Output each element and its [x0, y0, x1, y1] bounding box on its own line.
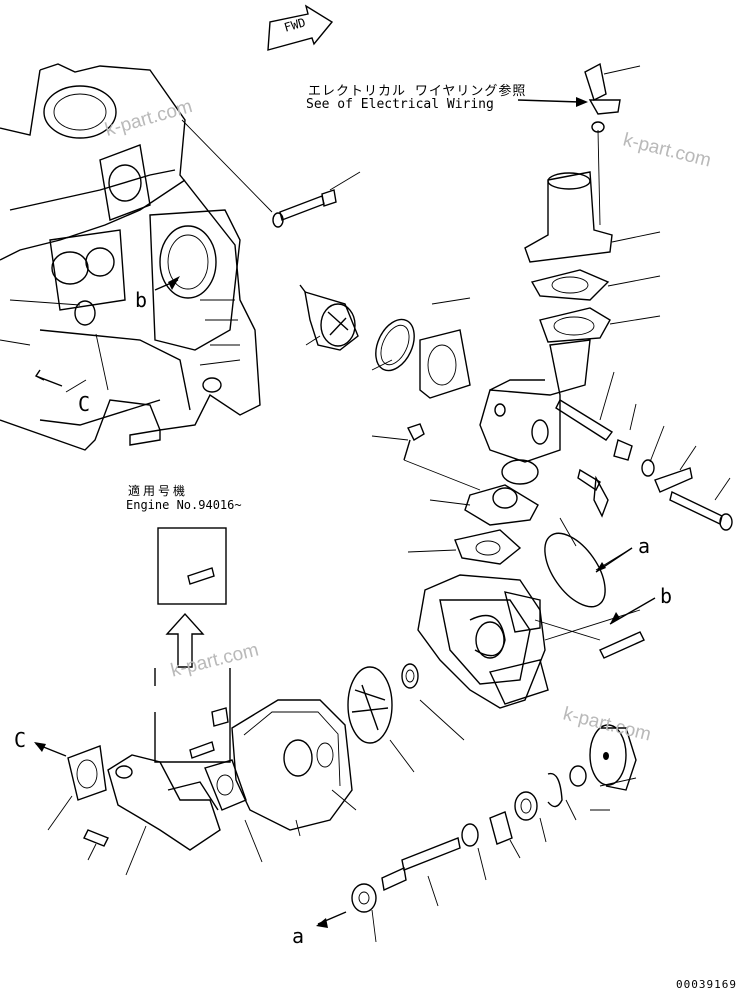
ref-a-top: a — [638, 534, 651, 558]
bolt-small-middle — [403, 423, 481, 491]
fwd-arrow-icon — [267, 4, 334, 51]
thermostat-housing — [479, 62, 621, 463]
engine-inset-frame — [157, 527, 227, 668]
impeller — [347, 666, 393, 744]
ref-b-right: b — [660, 584, 673, 608]
bolt-washer-upper — [181, 119, 361, 228]
bolt-left — [83, 829, 109, 847]
engine-block — [0, 63, 261, 451]
arrow-c-block — [34, 369, 63, 387]
bolt-right — [599, 631, 645, 659]
ref-c-left: C — [14, 728, 27, 752]
arrow-c-left — [34, 742, 67, 757]
water-pump-upper — [299, 284, 359, 351]
bearing-lower — [461, 823, 479, 847]
sensor-parts — [555, 399, 733, 531]
arrow-b-block — [154, 276, 180, 291]
snap-ring — [547, 772, 563, 808]
engine-applicability-jp: 適用号機 — [128, 484, 189, 498]
water-pump-body — [417, 574, 641, 709]
gasket-plate — [419, 329, 471, 399]
bearing-small — [569, 765, 587, 787]
arrow-b-right — [609, 597, 656, 625]
document-number: 00039169 — [676, 978, 737, 991]
bolt-cover — [189, 707, 229, 759]
ref-c-block: C — [78, 392, 91, 416]
pump-cover — [231, 699, 353, 831]
inlet-elbow — [107, 754, 221, 851]
electrical-note-en: See of Electrical Wiring — [306, 97, 494, 112]
o-ring — [375, 318, 415, 372]
cover-bracket — [154, 668, 231, 763]
gear-bottom — [351, 883, 377, 913]
ref-b-block: b — [135, 288, 148, 312]
gasket-left — [67, 745, 107, 801]
cover-disc — [544, 532, 633, 608]
engine-applicability-en: Engine No.94016~ — [126, 498, 242, 512]
thermostat-disc — [501, 459, 539, 485]
drive-gear — [589, 724, 637, 791]
leader-lines — [47, 65, 731, 943]
arrow-a-top — [595, 547, 633, 573]
thermostat-gasket — [454, 529, 522, 565]
electrical-note-jp: エレクトリカル ワイヤリング参照 — [308, 84, 527, 99]
seal — [401, 663, 419, 689]
ref-a-bottom: a — [292, 924, 305, 948]
pump-shaft — [381, 837, 461, 892]
thermostat-cap — [464, 484, 539, 526]
bearing-large — [514, 791, 538, 821]
arrow-electrical — [517, 97, 588, 107]
arrow-a-bottom — [316, 911, 347, 928]
bushing — [489, 811, 513, 845]
